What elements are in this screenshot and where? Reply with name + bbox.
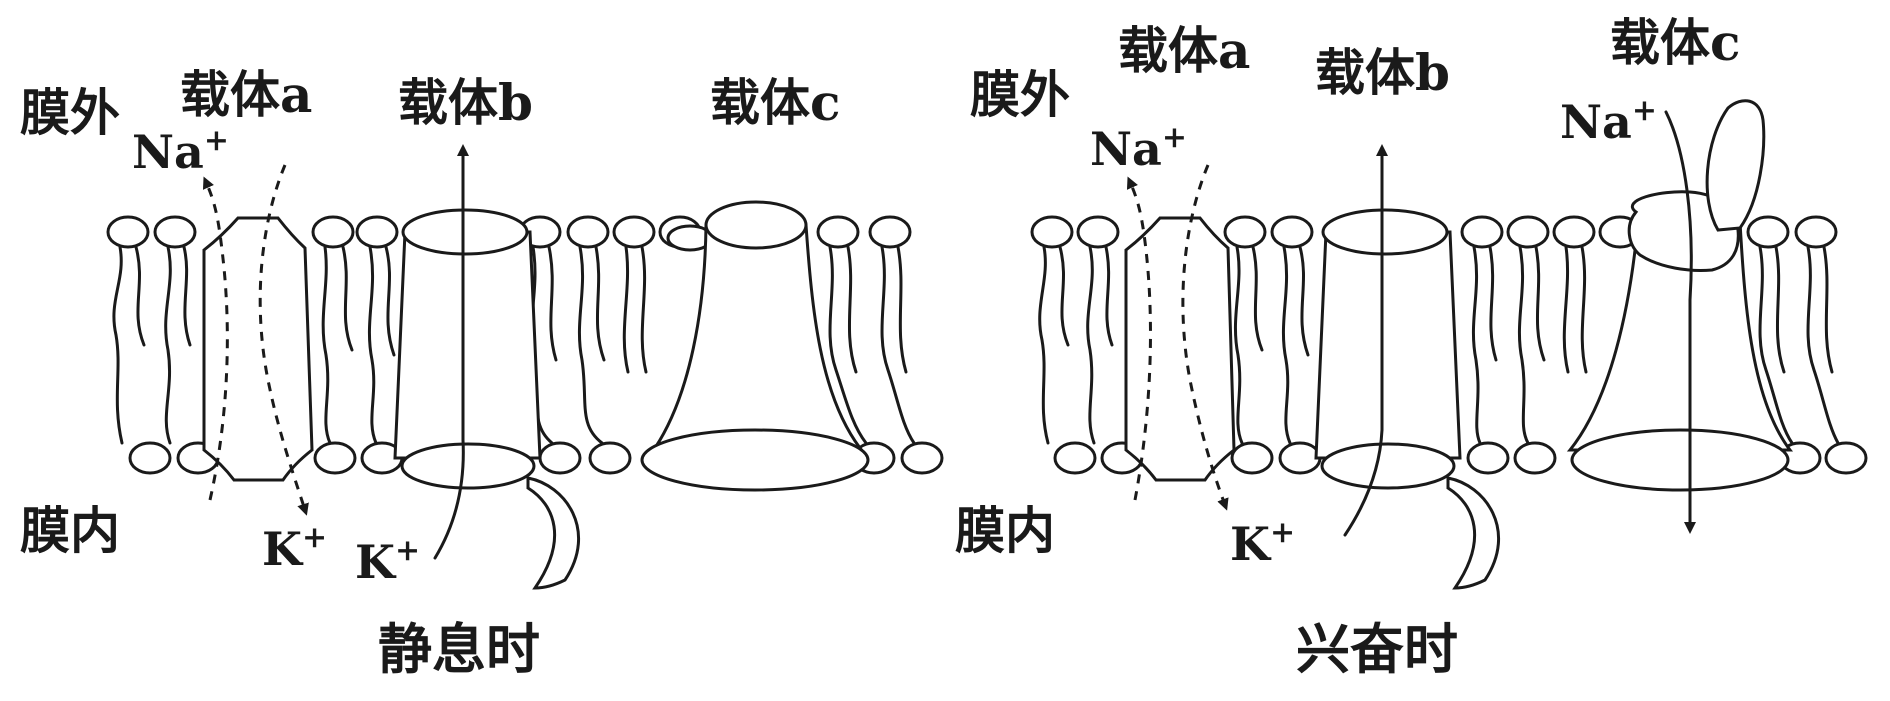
inside-label: 膜内: [955, 501, 1055, 560]
na-ion-label: Na+: [1090, 120, 1187, 176]
excited-caption: 兴奋时: [1296, 617, 1458, 681]
inside-label: 膜内: [20, 501, 120, 560]
outside-label: 膜外: [20, 83, 120, 142]
carrier-b-pump: [1314, 144, 1501, 590]
carrier-a-channel: [1124, 164, 1236, 511]
carrier-b-label: 载体b: [398, 73, 533, 132]
carrier-c-label: 载体c: [710, 73, 840, 132]
lipid-tails: [1038, 245, 1840, 445]
carrier-a-channel: [202, 164, 314, 516]
lipid-heads-bottom: [128, 441, 944, 475]
na-ion-label-gate: Na+: [1560, 93, 1657, 149]
na-ion-label: Na+: [132, 123, 229, 179]
carrier-c-open: [1566, 99, 1794, 534]
carrier-a-label: 载体a: [180, 65, 312, 124]
resting-labels: 膜外 膜内 载体a 载体b 载体c Na+ K+ K+ 静息时: [20, 65, 840, 681]
outside-label: 膜外: [970, 65, 1070, 124]
carrier-a-label: 载体a: [1118, 21, 1250, 80]
k-ion-label: K+: [262, 520, 327, 576]
carrier-b-pump: [393, 144, 581, 590]
carrier-c-closed: [640, 200, 870, 492]
lipid-tails: [112, 245, 916, 445]
resting-panel: 膜外 膜内 载体a 载体b 载体c Na+ K+ K+ 静息时: [20, 65, 944, 681]
k-ion-label-pump: K+: [355, 533, 420, 589]
k-ion-label: K+: [1230, 515, 1295, 571]
carrier-c-label: 载体c: [1610, 13, 1740, 72]
resting-caption: 静息时: [378, 617, 540, 681]
excited-panel: 膜外 膜内 载体a 载体b 载体c Na+ Na+ K+ 兴奋时: [955, 13, 1868, 681]
excited-labels: 膜外 膜内 载体a 载体b 载体c Na+ Na+ K+ 兴奋时: [955, 13, 1740, 681]
carrier-b-label: 载体b: [1315, 43, 1450, 102]
